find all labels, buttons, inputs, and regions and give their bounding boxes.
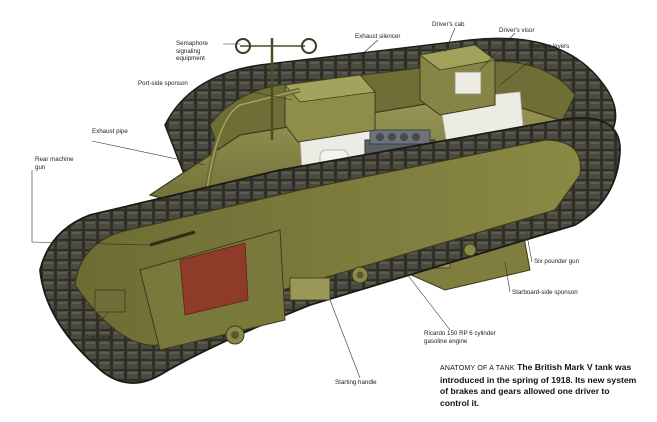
label-exhaust-pipe: Exhaust pipe [92, 128, 128, 135]
semaphore-mast [235, 38, 317, 140]
near-side-plate [74, 139, 582, 351]
label-starboard-side-sponson: Starboard-side sponson [512, 289, 578, 296]
caption-lead: The British [517, 362, 562, 372]
label-steering-levers: Steering levers [528, 43, 570, 50]
label-port-side-sponson: Port-side sponson [138, 80, 188, 87]
label-rear-machine-gun: Rear machine gun [35, 156, 74, 171]
label-gas-tank: Gas tank [86, 334, 111, 341]
exhaust-silencer-box [284, 74, 376, 143]
label-drivers-visor: Driver's visor [499, 27, 535, 34]
label-ricardo-engine: Ricardo 150 RP 6 cylinder gasoline engin… [424, 330, 496, 345]
label-semaphore-signaling-equipment: Semaphore signaling equipment [176, 40, 208, 62]
label-starting-handle: Starting handle [335, 379, 377, 386]
drivers-cab-structure [419, 44, 496, 116]
gas-tank-drawing [94, 289, 126, 313]
label-drivers-cab: Driver's cab [432, 21, 465, 28]
callout-lines [31, 27, 546, 379]
label-six-pounder-gun: Six pounder gun [534, 258, 580, 265]
label-exhaust-silencer: Exhaust silencer [355, 33, 401, 40]
caption-heading: ANATOMY OF A TANK [440, 365, 515, 372]
caption-block: ANATOMY OF A TANK The British Mark V tan… [440, 362, 640, 409]
rear-machine-gun-drawing [149, 230, 196, 247]
caption-body: Mark V tank was introduced in the spring… [440, 362, 637, 408]
